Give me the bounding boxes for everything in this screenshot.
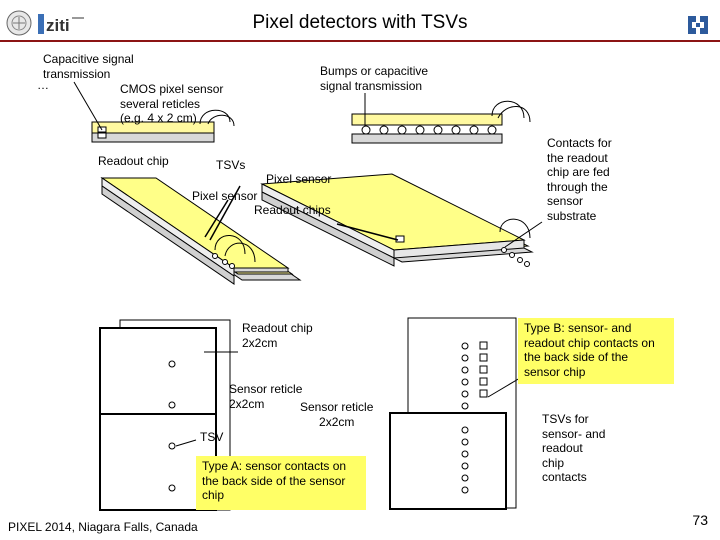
university-seal-icon: [6, 10, 32, 36]
type-a-box: Type A: sensor contacts on the back side…: [196, 456, 366, 510]
label-readout-chip-2x2-line2: 2x2cm: [242, 335, 278, 350]
label-pixel-sensor-left: Pixel sensor: [192, 189, 258, 203]
label-readout-chip-2x2: Readout chip 2x2cm: [242, 321, 313, 350]
label-pixel-sensor-right: Pixel sensor: [266, 172, 332, 186]
label-contacts-line2: the readout: [547, 150, 608, 165]
label-tsvs-for-line2: sensor- and: [542, 426, 606, 441]
label-bumps: Bumps or capacitive signal transmission: [320, 64, 428, 93]
label-cmos-line1: CMOS pixel sensor: [120, 82, 224, 96]
bottom-right-layout: [389, 317, 517, 510]
label-tsv: TSV: [200, 430, 224, 444]
label-contacts-line5: sensor: [547, 194, 584, 208]
svg-text:ziti: ziti: [46, 16, 70, 35]
leader-pixel-sensor-left: [204, 199, 229, 238]
type-b-box: Type B: sensor- and readout chip contact…: [518, 318, 674, 384]
right-logo: [686, 14, 710, 36]
label-capacitive: Capacitive signal transmission …: [37, 52, 134, 91]
page-number: 73: [692, 512, 708, 528]
leader-contacts: [504, 221, 543, 248]
type-b-line3: the back side of the: [524, 350, 629, 364]
ziti-logo: ziti: [38, 12, 86, 36]
label-cmos-line3: (e.g. 4 x 2 cm): [120, 111, 197, 125]
label-contacts: Contacts for the readout chip are fed th…: [547, 136, 612, 223]
type-b-line4: sensor chip: [524, 364, 586, 379]
module-left: [100, 177, 302, 285]
leader-tsvs: [209, 185, 241, 241]
module-right: [260, 173, 534, 267]
header-divider: [0, 40, 720, 42]
cross-section-right: [351, 100, 531, 144]
label-sensor-reticle-left-line2: 2x2cm: [229, 396, 265, 411]
label-cmos-line2: several reticles: [120, 96, 201, 111]
label-tsvs-for-line3: readout: [542, 441, 583, 455]
label-contacts-line4: through the: [547, 179, 608, 194]
institute-logo-icon: [688, 16, 708, 34]
leader-capacitive: [73, 81, 103, 131]
label-sensor-reticle-right: Sensor reticle 2x2cm: [300, 400, 373, 429]
label-sensor-reticle-left-line1: Sensor reticle: [229, 382, 303, 396]
label-readout-chip: Readout chip: [98, 154, 169, 168]
label-tsvs-for-line5: contacts: [542, 470, 587, 484]
label-capacitive-line1: Capacitive signal: [43, 52, 134, 66]
type-b-line1: Type B: sensor- and: [524, 321, 632, 335]
type-b-line2: readout chip contacts on: [524, 335, 655, 350]
type-a-line3: chip: [202, 488, 225, 502]
ziti-logo-icon: ziti: [38, 14, 84, 35]
label-capacitive-line2: transmission: [43, 66, 111, 81]
label-contacts-line1: Contacts for: [547, 136, 612, 150]
left-logo: [6, 10, 32, 36]
label-tsvs-for-line4: chip: [542, 455, 565, 470]
cross-section-left: [91, 109, 235, 143]
page-title: Pixel detectors with TSVs: [252, 12, 468, 33]
label-sensor-reticle-right-line2: 2x2cm: [319, 414, 355, 429]
label-capacitive-line3: …: [37, 78, 49, 92]
label-contacts-line6: substrate: [547, 208, 597, 223]
label-sensor-reticle-right-line1: Sensor reticle: [300, 400, 374, 414]
label-cmos: CMOS pixel sensor several reticles (e.g.…: [120, 82, 223, 126]
type-a-line2: the back side of the sensor: [202, 473, 346, 488]
label-readout-chips: Readout chips: [254, 203, 331, 217]
leader-type-b: [487, 377, 521, 398]
label-tsvs: TSVs: [216, 158, 246, 172]
leader-readout-chips: [336, 223, 399, 241]
label-tsvs-for: TSVs for sensor- and readout chip contac…: [542, 412, 605, 485]
label-readout-chip-2x2-line1: Readout chip: [242, 321, 313, 335]
leader-tsv: [175, 439, 197, 447]
label-bumps-line1: Bumps or capacitive: [320, 64, 429, 78]
label-sensor-reticle-left: Sensor reticle 2x2cm: [229, 382, 302, 411]
footer-conference: PIXEL 2014, Niagara Falls, Canada: [8, 520, 198, 534]
label-tsvs-for-line1: TSVs for: [542, 412, 589, 426]
label-bumps-line2: signal transmission: [320, 78, 423, 93]
type-a-line1: Type A: sensor contacts on: [202, 459, 347, 473]
label-contacts-line3: chip are fed: [547, 165, 610, 179]
